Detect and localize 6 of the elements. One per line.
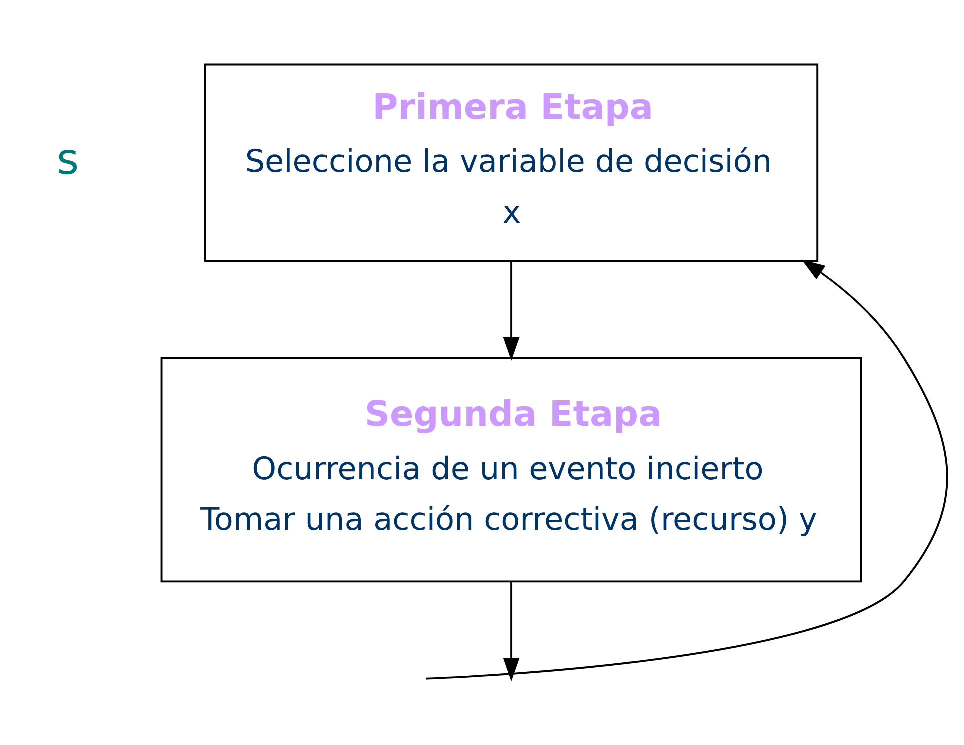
arrow [503, 262, 520, 361]
arrow [426, 260, 948, 680]
node-box: Primera Etapa Seleccione la variable de decisión x [204, 64, 819, 262]
node-box: Segunda Etapa Ocurrencia de un evento incierto Tomar una acción correctiva (recurso) y [160, 357, 862, 583]
arrow [503, 582, 520, 682]
label: s [56, 134, 80, 185]
